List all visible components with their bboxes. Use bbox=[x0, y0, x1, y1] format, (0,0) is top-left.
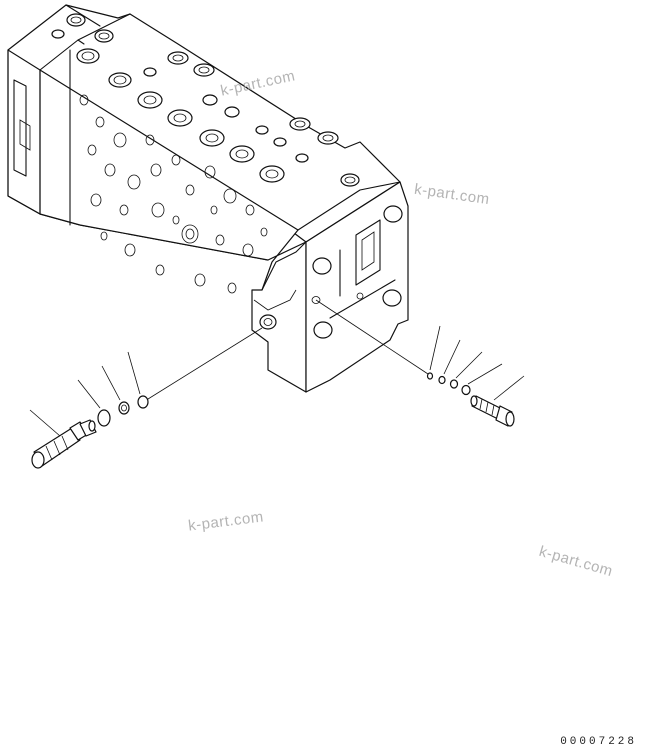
o-ring-right-1 bbox=[426, 372, 434, 380]
relief-valve-cartridge bbox=[31, 419, 97, 469]
valve-right-end-face bbox=[305, 181, 409, 393]
backup-ring bbox=[118, 401, 130, 415]
o-ring-left-small bbox=[137, 395, 149, 409]
end-cap-bolts bbox=[311, 205, 403, 339]
control-valve-body bbox=[7, 4, 409, 393]
o-ring-right-2 bbox=[438, 375, 446, 385]
leader-o-ring-left-large bbox=[77, 379, 101, 409]
leader-backup-ring bbox=[101, 365, 121, 401]
front-face-holes bbox=[79, 94, 268, 294]
leader-o-ring-right-1 bbox=[429, 325, 441, 371]
o-ring-right-3 bbox=[449, 379, 459, 389]
plug bbox=[470, 395, 515, 427]
o-ring-right-4 bbox=[461, 384, 471, 396]
leader-o-ring-left-small bbox=[127, 351, 141, 395]
leader-relief-valve bbox=[29, 409, 61, 437]
drawing-number: 00007228 bbox=[560, 736, 637, 748]
right-port-parts bbox=[315, 299, 525, 427]
leader-o-ring-right-2 bbox=[443, 339, 461, 375]
left-port-parts bbox=[29, 327, 263, 469]
top-ports bbox=[51, 13, 360, 187]
relief-valve-port bbox=[259, 314, 277, 330]
leader-o-ring-right-3 bbox=[455, 351, 483, 379]
leader-plug bbox=[493, 375, 525, 401]
o-ring-left-large bbox=[97, 409, 111, 427]
valve-front-face bbox=[39, 69, 307, 393]
leader-o-ring-right-4 bbox=[467, 363, 503, 385]
